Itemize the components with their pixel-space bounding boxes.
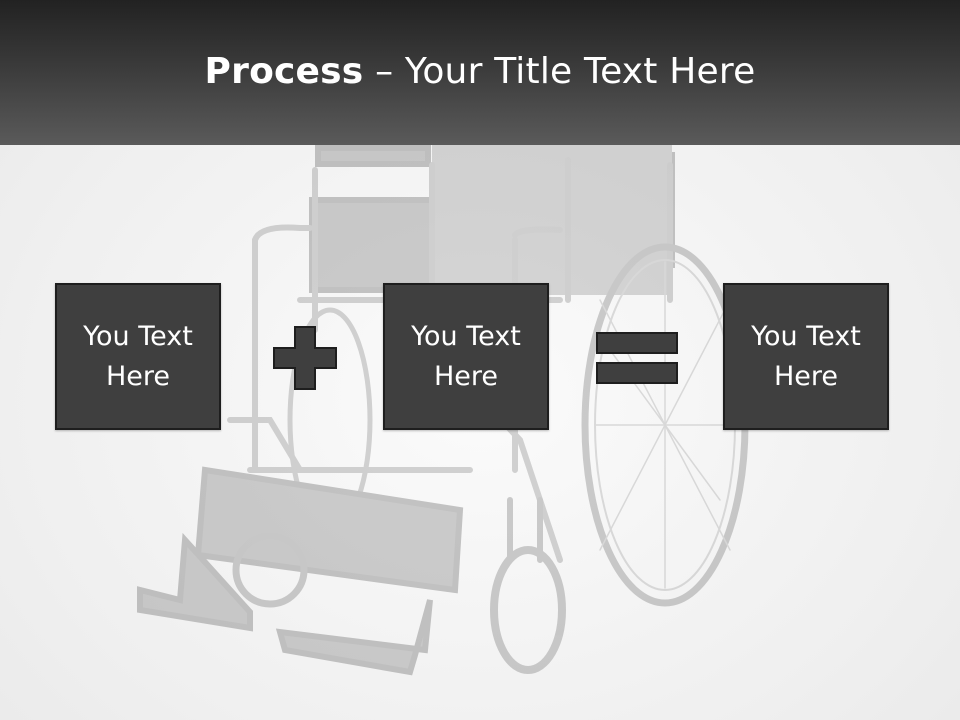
process-box-3[interactable]: You Text Here (723, 283, 889, 430)
equals-icon (596, 332, 678, 384)
process-box-label: You Text Here (83, 320, 193, 392)
title-bar: Process – Your Title Text Here (0, 0, 960, 145)
process-box-1[interactable]: You Text Here (55, 283, 221, 430)
process-box-2[interactable]: You Text Here (383, 283, 549, 430)
process-box-label: You Text Here (411, 320, 521, 392)
slide-title: Process – Your Title Text Here (205, 51, 756, 92)
title-rest: – Your Title Text Here (375, 51, 756, 92)
process-box-label: You Text Here (751, 320, 861, 392)
plus-icon (273, 326, 337, 390)
wheelchair-background-image (137, 145, 749, 676)
title-bold: Process (204, 51, 364, 92)
